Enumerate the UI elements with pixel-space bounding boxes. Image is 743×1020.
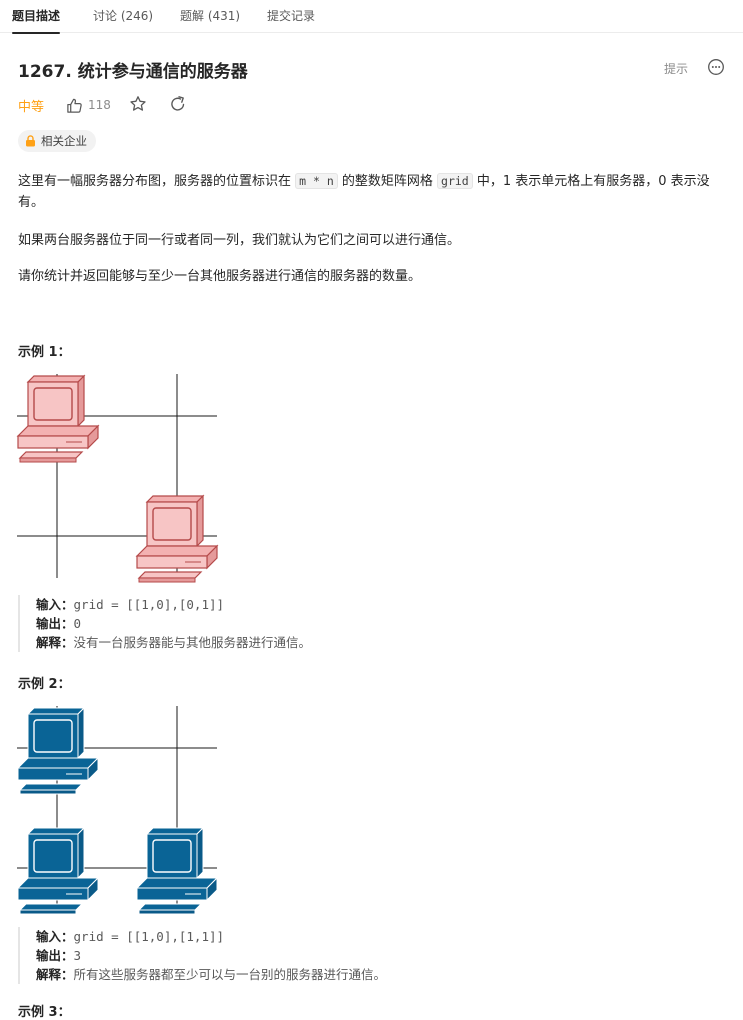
example-2-title: 示例 2： xyxy=(18,677,71,692)
share-button[interactable] xyxy=(169,95,187,113)
example-1-io: 输入：grid = [[1,0],[0,1]] 输出：0 解释：没有一台服务器能… xyxy=(18,595,718,652)
lock-icon xyxy=(26,135,35,147)
share-icon xyxy=(171,96,185,111)
description-paragraph-3: 请你统计并返回能够与至少一台其他服务器进行通信的服务器的数量。 xyxy=(18,269,422,284)
description-paragraph-2: 如果两台服务器位于同一行或者同一列，我们就认为它们之间可以进行通信。 xyxy=(18,233,461,248)
more-button[interactable] xyxy=(707,58,725,76)
server-icon xyxy=(17,375,99,463)
like-button[interactable]: 118 xyxy=(66,95,111,115)
thumbs-up-icon xyxy=(67,98,82,113)
example-3-title: 示例 3： xyxy=(18,1005,71,1020)
difficulty-badge: 中等 xyxy=(18,100,45,115)
server-icon xyxy=(17,827,99,915)
hint-button[interactable]: 提示 xyxy=(664,62,689,76)
problem-title: 1267. 统计参与通信的服务器 xyxy=(18,62,248,82)
more-circle-icon xyxy=(708,59,724,75)
inline-code-m-n: m * n xyxy=(295,173,338,189)
problem-tabs: 题目描述 讨论 (246) 题解 (431) 提交记录 xyxy=(0,0,743,34)
description-paragraph-1: 这里有一幅服务器分布图，服务器的位置标识在 m * n 的整数矩阵网格 grid… xyxy=(18,173,710,210)
tab-solutions[interactable]: 题解 (431) xyxy=(180,9,241,23)
favorite-button[interactable] xyxy=(129,95,147,113)
example-1-title: 示例 1： xyxy=(18,345,71,360)
server-icon xyxy=(17,707,99,795)
tab-description[interactable]: 题目描述 xyxy=(12,0,61,34)
example-2-io: 输入：grid = [[1,0],[1,1]] 输出：3 解释：所有这些服务器都… xyxy=(18,927,718,984)
tab-submissions[interactable]: 提交记录 xyxy=(267,9,316,23)
star-icon xyxy=(130,96,146,111)
inline-code-grid: grid xyxy=(437,173,473,189)
example-1-figure xyxy=(17,374,218,583)
related-companies-tag[interactable]: 相关企业 xyxy=(18,130,96,152)
example-2-figure xyxy=(17,706,218,915)
like-count: 118 xyxy=(88,98,111,112)
tab-discussion[interactable]: 讨论 (246) xyxy=(93,9,154,23)
related-companies-label: 相关企业 xyxy=(41,134,87,148)
